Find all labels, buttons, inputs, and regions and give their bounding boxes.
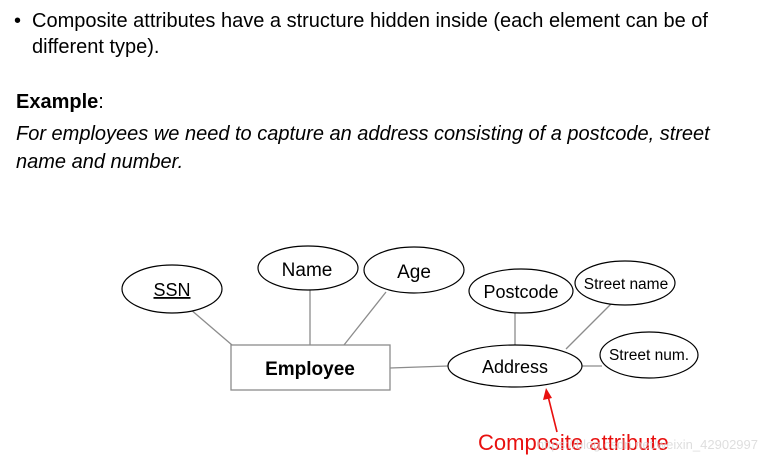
annotation-arrowhead bbox=[543, 388, 552, 400]
connector-street-name bbox=[565, 302, 613, 350]
connector-ssn bbox=[189, 308, 233, 346]
entity-employee-label: Employee bbox=[265, 359, 355, 380]
example-heading: Example: bbox=[16, 89, 104, 115]
attr-postcode-label: Postcode bbox=[483, 282, 558, 302]
bullet-text: Composite attributes have a structure hi… bbox=[32, 10, 708, 58]
watermark: https://blog.csdn.net/weixin_42902997 bbox=[537, 437, 758, 452]
bullet-symbol: • bbox=[14, 10, 22, 32]
attr-street-name-ellipse bbox=[574, 260, 676, 306]
attr-ssn-label: SSN bbox=[153, 280, 190, 300]
attr-address-label: Address bbox=[482, 357, 548, 377]
connector-age bbox=[343, 291, 387, 346]
attr-ssn-ellipse bbox=[121, 264, 223, 314]
example-description: For employees we need to capture an addr… bbox=[16, 123, 710, 173]
connector-address bbox=[389, 365, 449, 369]
entity-employee-box bbox=[230, 344, 391, 391]
bullet-point: • Composite attributes have a structure … bbox=[14, 8, 759, 60]
attr-age-label: Age bbox=[397, 262, 431, 283]
attr-name-label: Name bbox=[282, 260, 333, 281]
attr-street-num-label: Street num. bbox=[609, 347, 689, 364]
annotation-arrow-line bbox=[547, 395, 558, 433]
example-label: Example bbox=[16, 91, 99, 113]
attr-name-ellipse bbox=[257, 245, 359, 291]
attr-age-ellipse bbox=[363, 246, 465, 294]
attr-address-ellipse bbox=[447, 344, 583, 388]
annotation-label: Composite attribute bbox=[478, 430, 669, 455]
attr-street-num-ellipse bbox=[599, 331, 699, 379]
example-colon: : bbox=[98, 91, 104, 113]
attr-postcode-ellipse bbox=[468, 268, 574, 314]
attr-street-name-label: Street name bbox=[584, 276, 668, 293]
